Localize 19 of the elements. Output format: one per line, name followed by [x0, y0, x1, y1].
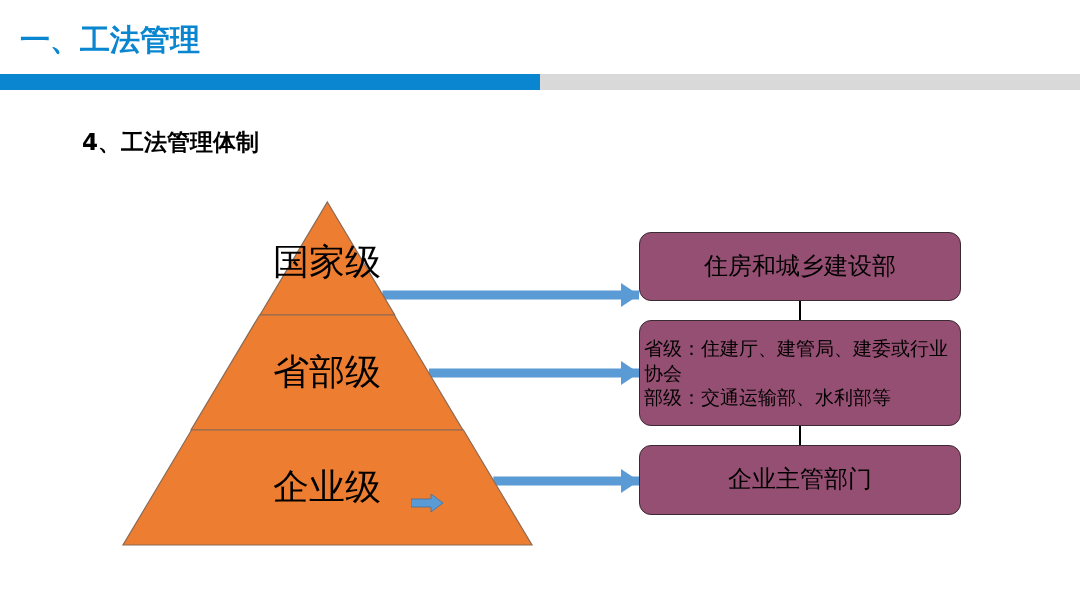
box-text: 企业主管部门: [728, 464, 872, 496]
box-text: 部级：交通运输部、水利部等: [644, 385, 891, 411]
pyramid-tier: [122, 430, 532, 545]
pyramid-tier: [191, 315, 463, 430]
tier-label: 企业级: [273, 465, 381, 509]
subtitle: 4、工法管理体制: [82, 128, 259, 157]
tier-label: 省部级: [273, 350, 381, 394]
arrow: [493, 469, 639, 493]
pyramid-top-tier: [259, 202, 395, 315]
connector-line: [799, 425, 801, 446]
process-box: [639, 320, 961, 426]
arrow: [382, 283, 639, 307]
process-box: [639, 232, 961, 301]
connector-line: [799, 300, 801, 321]
arrow: [428, 361, 639, 385]
box-text: 住房和城乡建设部: [704, 250, 896, 282]
process-box: [639, 445, 961, 515]
box-text: 省级：住建厅、建管局、建委或行业协会: [644, 335, 949, 386]
title: 一、工法管理: [20, 21, 200, 59]
